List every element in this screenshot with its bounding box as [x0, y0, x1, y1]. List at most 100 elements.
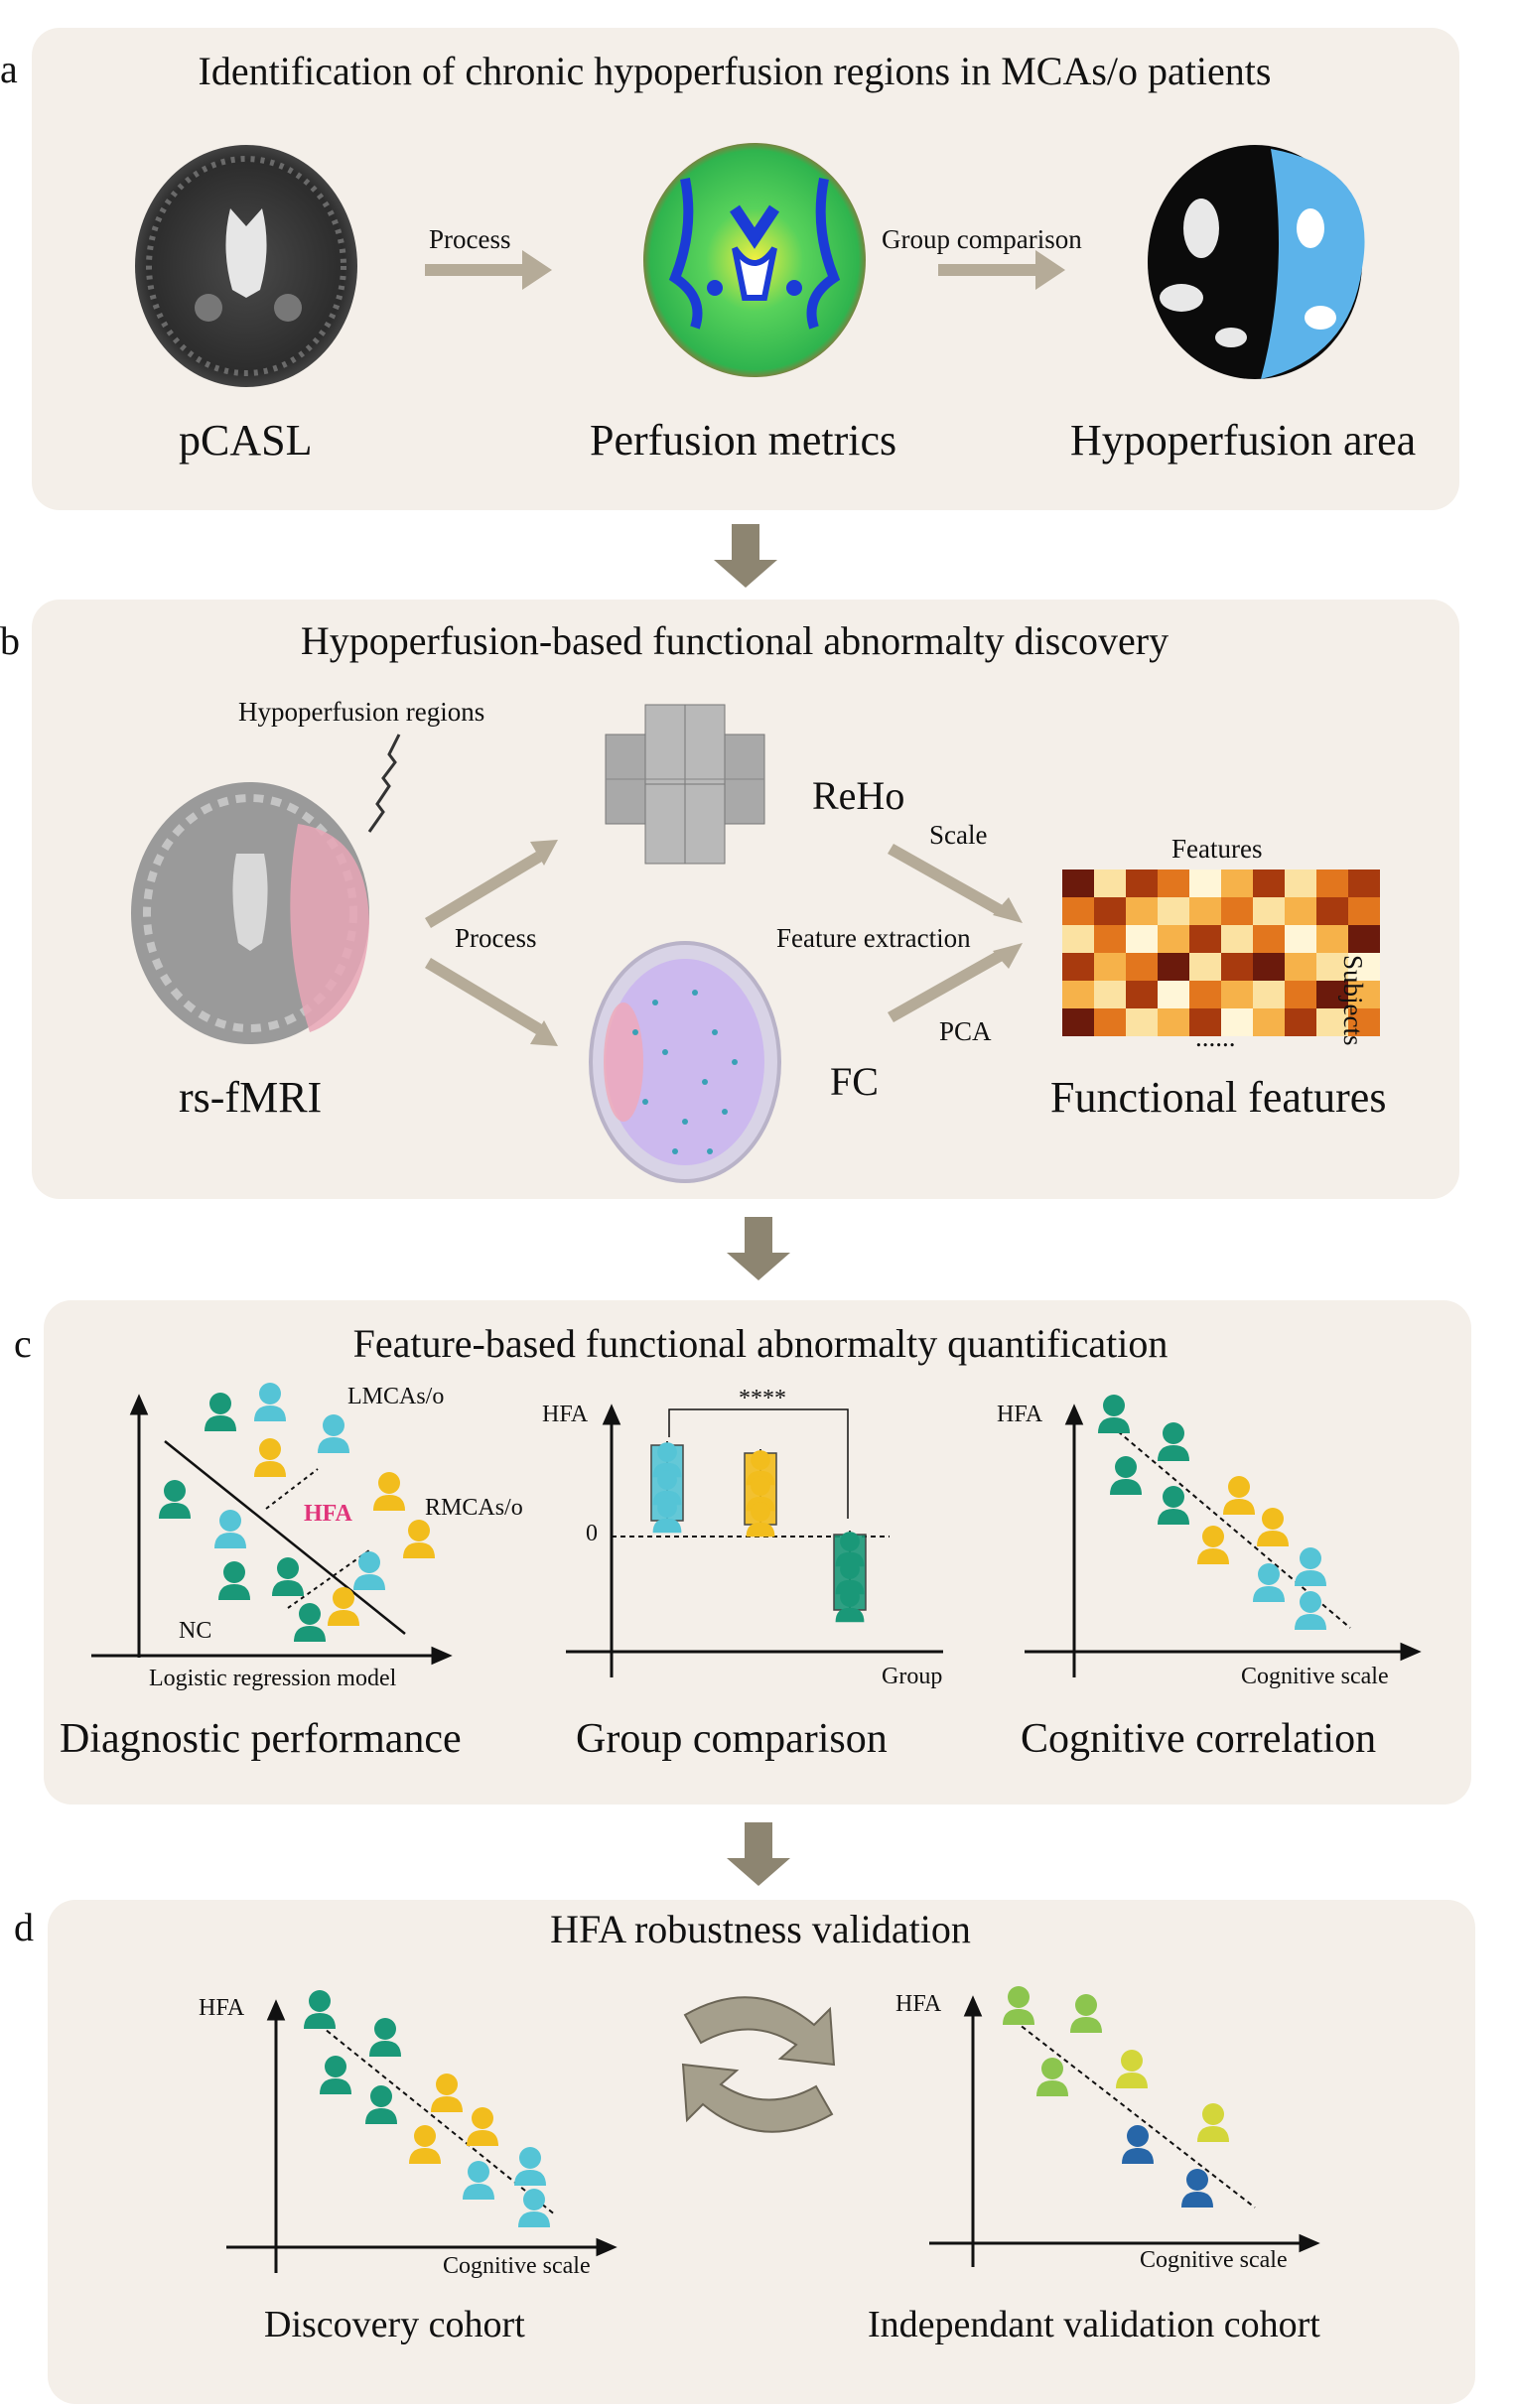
- heatmap-cell: [1189, 953, 1221, 981]
- group-comparison-arrow: [938, 250, 1065, 290]
- diag-lmcas-label: LMCAs/o: [347, 1384, 445, 1409]
- person-icon: [214, 1510, 246, 1548]
- heatmap-cell: [1126, 953, 1158, 981]
- person-icon: [1122, 2125, 1154, 2164]
- fc-label: FC: [830, 1059, 879, 1104]
- features-label: Features: [1171, 834, 1263, 864]
- heatmap-cell: [1189, 925, 1221, 953]
- person-icon: [463, 2161, 494, 2200]
- perfusion-metrics-caption: Perfusion metrics: [590, 416, 897, 465]
- panel-a-letter: a: [0, 47, 18, 91]
- heatmap-cell: [1158, 981, 1189, 1008]
- person-icon: [272, 1557, 304, 1596]
- rsfmri-caption: rs-fMRI: [179, 1073, 323, 1122]
- heatmap-cell: [1316, 897, 1348, 925]
- pca-label: PCA: [939, 1016, 992, 1046]
- person-icon: [1003, 1986, 1034, 2025]
- group-ylabel: HFA: [542, 1402, 589, 1427]
- reho-cube-icon: [605, 704, 765, 865]
- person-icon: [1197, 1526, 1229, 1564]
- heatmap-cell: [1062, 981, 1094, 1008]
- person-icon: [1295, 1591, 1326, 1630]
- person-icon: [514, 2147, 546, 2186]
- hypoperfusion-pointer: [367, 734, 401, 833]
- person-icon: [1158, 1486, 1189, 1525]
- person-icon: [159, 1480, 191, 1519]
- heatmap-cell: [1316, 1008, 1348, 1036]
- heatmap-cell: [1348, 1008, 1380, 1036]
- person-icon: [254, 1438, 286, 1477]
- cycle-arrows-icon: [681, 1996, 836, 2133]
- feature-extraction-label: Feature extraction: [776, 923, 971, 953]
- heatmap-cell: [1126, 981, 1158, 1008]
- person-icon: [304, 1990, 336, 2029]
- heatmap-cell: [1158, 870, 1189, 897]
- diag-hfa-label: HFA: [304, 1501, 352, 1527]
- person-icon: [1036, 2058, 1068, 2096]
- diag-nc-label: NC: [179, 1618, 212, 1644]
- person-icon: [254, 1383, 286, 1421]
- heatmap-cell: [1348, 981, 1380, 1008]
- person-icon: [320, 2056, 351, 2094]
- heatmap-cell: [1189, 981, 1221, 1008]
- heatmap-cell: [1348, 870, 1380, 897]
- heatmap-cell: [1316, 925, 1348, 953]
- person-icon: [1070, 1994, 1102, 2033]
- heatmap-cell: [1062, 897, 1094, 925]
- heatmap-cell: [1189, 870, 1221, 897]
- person-icon: [328, 1587, 359, 1626]
- person-icon: [365, 2085, 397, 2124]
- person-icon: [518, 2189, 550, 2227]
- heatmap-cell: [1316, 870, 1348, 897]
- person-icon: [431, 2074, 463, 2112]
- discovery-ylabel: HFA: [199, 1995, 245, 2021]
- heatmap-cell: [1094, 1008, 1126, 1036]
- heatmap-cell: [1285, 1008, 1316, 1036]
- validation-caption: Independant validation cohort: [868, 2304, 1320, 2345]
- fc-connectome-icon: [589, 941, 781, 1183]
- reho-label: ReHo: [812, 773, 905, 818]
- heatmap-cell: [1062, 953, 1094, 981]
- process-arrows: [425, 840, 558, 1046]
- group-caption: Group comparison: [576, 1716, 888, 1762]
- heatmap-cell: [1221, 981, 1253, 1008]
- diag-caption: Diagnostic performance: [60, 1716, 462, 1762]
- person-icon: [835, 1587, 865, 1623]
- person-icon: [652, 1498, 682, 1534]
- panel-c-letter: c: [14, 1321, 32, 1366]
- heatmap-cell: [1253, 925, 1285, 953]
- panel-c: [44, 1300, 1471, 1805]
- person-icon: [1197, 2103, 1229, 2142]
- feature-arrows: [888, 844, 1023, 1022]
- heatmap-cell: [1126, 897, 1158, 925]
- person-icon: [1295, 1547, 1326, 1586]
- heatmap-cell: [1062, 870, 1094, 897]
- person-icon: [1110, 1456, 1142, 1495]
- heatmap-cell: [1285, 925, 1316, 953]
- heatmap-cell: [1062, 925, 1094, 953]
- heatmap-cell: [1253, 1008, 1285, 1036]
- heatmap-cell: [1094, 897, 1126, 925]
- person-icon: [294, 1603, 326, 1642]
- panel-a-process-label: Process: [429, 224, 511, 254]
- person-icon: [353, 1551, 385, 1590]
- heatmap-cell: [1126, 1008, 1158, 1036]
- heatmap-ellipsis: ......: [1195, 1022, 1236, 1052]
- heatmap-cell: [1221, 953, 1253, 981]
- cog-xlabel: Cognitive scale: [1241, 1664, 1389, 1689]
- heatmap-cell: [1158, 925, 1189, 953]
- diag-axes: [91, 1394, 453, 1666]
- heatmap-cell: [1253, 953, 1285, 981]
- discovery-caption: Discovery cohort: [264, 2304, 525, 2345]
- heatmap-cell: [1221, 897, 1253, 925]
- cog-ylabel: HFA: [997, 1402, 1043, 1427]
- panel-b-title: Hypoperfusion-based functional abnormalt…: [300, 618, 1169, 663]
- heatmap-cell: [1189, 1008, 1221, 1036]
